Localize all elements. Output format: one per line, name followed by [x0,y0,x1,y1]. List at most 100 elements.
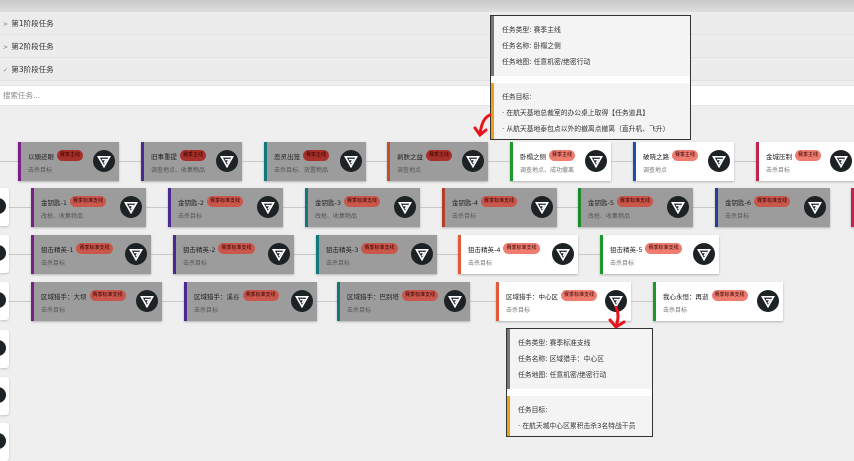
task-desc: 调查地点 [397,167,422,174]
task-type-badge: 赛季标准支线 [645,243,682,254]
task-name: 我心永恒：再逝 [663,292,709,301]
partial-task-card[interactable] [0,423,9,461]
task-name: 区域猎手：大坝 [41,292,87,301]
partial-task-card[interactable] [0,330,9,368]
task-desc: 击杀目标 [347,307,372,314]
task-desc: 击杀目标 [468,260,493,267]
task-card[interactable]: 恶灵出笼赛季主线击杀目标、放置物品 [264,142,366,181]
task-name: 金钥匙-3 [315,198,341,207]
delta-force-logo-icon [216,150,238,172]
task-type-badge: 赛季标准支线 [753,196,790,207]
task-type-badge: 赛季标准支线 [76,243,113,254]
task-card-header: 恶灵出笼赛季主线 [274,150,330,161]
accordion-stage-2[interactable]: > 第2阶段任务 [0,35,854,58]
task-card[interactable]: 区域猎手：溪谷赛季标准支线击杀目标 [184,282,317,321]
task-card[interactable]: 以頭还眼赛季主线击杀目标 [18,142,119,181]
search-input[interactable]: 搜索任务... [0,85,854,106]
task-card[interactable]: 旧事重提赛季主线调查地点、收集物品 [141,142,242,181]
delta-force-logo-icon [462,150,484,172]
tooltip-goal-title: 任务目标: [518,406,548,414]
task-name: 狙击精英-5 [610,245,643,254]
task-card[interactable]: 我心永恒：再逝赛季标准支线击杀目标 [653,282,783,321]
connector [119,161,141,162]
partial-task-card[interactable] [0,282,9,320]
connector [294,254,316,255]
delta-force-logo-icon [830,150,852,172]
tooltip-goal: · 在航天城中心区累积击杀3名特战干员 [518,422,636,430]
task-name: 金钥匙-5 [588,198,614,207]
delta-force-logo-icon [268,243,290,265]
red-arrow-annotation-1 [473,113,492,138]
task-type-badge: 赛季标准支线 [69,196,106,207]
delta-force-logo-icon [93,150,115,172]
task-type-badge: 赛季标准支线 [218,243,255,254]
task-card[interactable]: 区域猎手：巴别塔赛季标准支线击杀目标 [337,282,470,321]
task-card-header: 金城压制赛季主线 [766,150,822,161]
top-bar [0,0,854,13]
delta-force-logo-icon [394,196,416,218]
task-name: 恶灵出笼 [274,152,300,161]
task-type-badge: 赛季标准支线 [561,290,598,301]
task-card[interactable]: 区域猎手：中心区赛季标准支线击杀目标 [496,282,631,321]
connector [0,207,31,208]
task-desc: 改枪、收集物品 [315,213,358,220]
task-desc: 调查地点、收集物品 [151,167,206,174]
task-card[interactable]: 金城压制赛季主线击杀目标 [756,142,854,181]
partial-task-card[interactable] [0,188,9,226]
task-card[interactable]: 剥肤之益赛季主线调查地点 [387,142,488,181]
task-desc: 击杀目标 [41,260,66,267]
task-desc: 击杀目标 [194,307,219,314]
chevron-down-icon: ✓ [3,67,9,74]
delta-force-logo-icon [667,196,689,218]
delta-force-logo-icon [291,290,313,312]
tooltip-type: 任务类型: 赛季主线 [502,26,561,34]
task-name: 旧事重提 [151,152,177,161]
partial-task-card[interactable] [851,188,854,227]
partial-task-card[interactable] [0,377,9,415]
task-card[interactable]: 破晓之路赛季主线调查地点 [633,142,734,181]
accordion-label: 第2阶段任务 [11,42,54,51]
task-card-header: 卧榻之侧赛季主线 [520,150,576,161]
task-type-badge: 赛季标准支线 [402,290,439,301]
task-name: 狙击精英-1 [41,245,74,254]
delta-force-logo-icon [257,196,279,218]
task-type-badge: 赛季标准支线 [361,243,398,254]
accordion-stage-3[interactable]: ✓ 第3阶段任务 [0,58,854,81]
task-type-badge: 赛季标准支线 [711,290,748,301]
tooltip-name: 任务名称: 卧榻之侧 [502,42,561,50]
task-type-badge: 赛季主线 [672,150,699,161]
task-card[interactable]: 区域猎手：大坝赛季标准支线击杀目标 [31,282,162,321]
task-desc: 调查地点 [643,167,668,174]
tooltip-type: 任务类型: 赛季标准支线 [518,339,591,347]
task-name: 金城压制 [766,152,792,161]
delta-force-logo-icon [605,290,627,312]
connector [578,254,600,255]
task-name: 金钥匙-4 [452,198,478,207]
accordion-stage-1[interactable]: > 第1阶段任务 [0,12,854,35]
task-type-badge: 赛季主线 [180,150,207,161]
delta-force-logo-icon [136,290,158,312]
task-name: 区域猎手：中心区 [506,292,558,301]
chevron-right-icon: > [3,21,9,28]
task-card[interactable]: 卧榻之侧赛季主线调查地点、成功撤离 [510,142,611,181]
connector [146,207,168,208]
partial-task-card[interactable] [0,235,9,273]
connector [488,161,510,162]
task-name: 金钥匙-2 [178,198,204,207]
